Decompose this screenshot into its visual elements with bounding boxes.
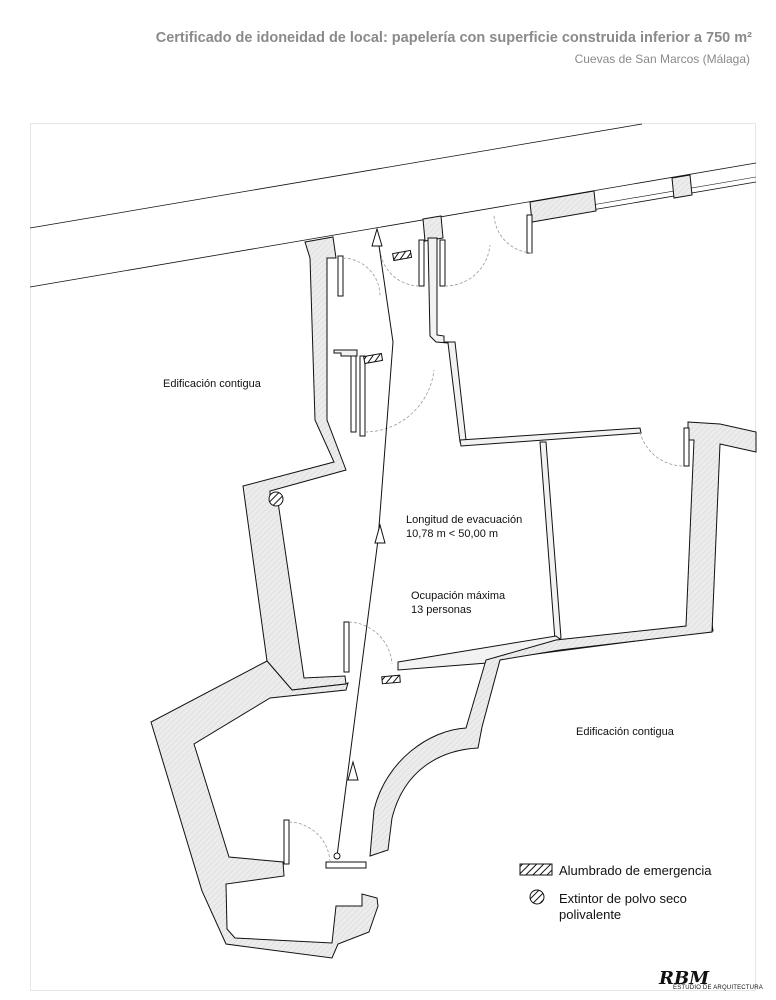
- emergency-light-symbols: [363, 249, 413, 685]
- page-subtitle: Cuevas de San Marcos (Málaga): [574, 52, 750, 66]
- logo-mark: RBM: [658, 968, 710, 989]
- route-origin-marker: [333, 852, 341, 860]
- exterior-walls: [150, 236, 379, 959]
- door-leaves: [283, 214, 690, 869]
- evacuation-length-title: Longitud de evacuación: [406, 514, 523, 526]
- max-occupancy-title: Ocupación máxima: [411, 590, 506, 602]
- east-walls: [369, 421, 757, 857]
- evacuation-arrows: [347, 227, 386, 781]
- legend-extinguisher-label-line2: polivalente: [559, 907, 622, 922]
- page-title: Certificado de idoneidad de local: papel…: [155, 30, 752, 46]
- legend-extinguisher-symbol: [529, 889, 545, 905]
- logo-tagline: ESTUDIO DE ARQUITECTURA: [673, 985, 763, 991]
- legend-emergency-lighting-label: Alumbrado de emergencia: [559, 863, 712, 878]
- neighbor-building-label-left: Edificación contigua: [163, 378, 261, 390]
- drawing-frame: [30, 123, 756, 991]
- max-occupancy-value: 13 personas: [411, 604, 472, 616]
- facade-pillars: [422, 174, 693, 242]
- interior-walls: [333, 237, 714, 671]
- street-lines: [29, 123, 757, 288]
- evacuation-route: [336, 231, 394, 857]
- legend-emergency-lighting-symbol: [519, 863, 553, 876]
- evacuation-length-value: 10,78 m < 50,00 m: [406, 528, 499, 540]
- neighbor-building-label-right: Edificación contigua: [576, 726, 674, 738]
- legend-extinguisher-label-line1: Extintor de polvo seco: [559, 891, 687, 906]
- door-swings: [288, 214, 685, 863]
- extinguisher-symbol: [268, 491, 284, 507]
- rbm-logo: RBM: [658, 968, 710, 989]
